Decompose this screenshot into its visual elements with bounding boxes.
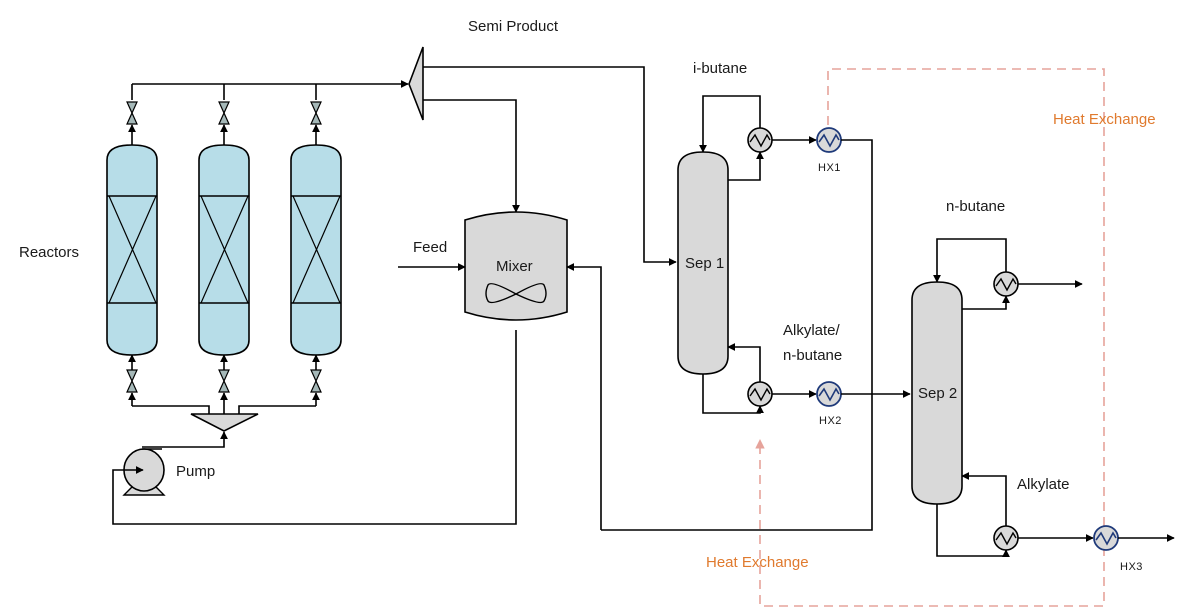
feed-label: Feed: [413, 239, 447, 256]
hx3[interactable]: [1093, 525, 1119, 551]
hx2-label: HX2: [819, 415, 842, 427]
hx1[interactable]: [816, 127, 842, 153]
valve-top-1[interactable]: [126, 101, 138, 125]
sep1-column[interactable]: [677, 151, 729, 375]
sep2-reboiler[interactable]: [993, 525, 1019, 551]
pipe-hx1-out: [601, 139, 873, 531]
pipe-sep1-boilup: [727, 343, 761, 382]
sep2-label: Sep 2: [918, 385, 957, 402]
heat-exchange-label-top: Heat Exchange: [1053, 111, 1156, 128]
i-butane-label: i-butane: [693, 60, 747, 77]
hx2[interactable]: [816, 381, 842, 407]
sep1-reboiler[interactable]: [747, 381, 773, 407]
sep2-column[interactable]: [911, 281, 963, 505]
valve-bottom-2[interactable]: [218, 369, 230, 393]
valve-bottom-1[interactable]: [126, 369, 138, 393]
heat-exchange-loop: [755, 68, 1105, 607]
reactor-2[interactable]: [198, 144, 250, 356]
pump-label: Pump: [176, 463, 215, 480]
pipe-sep1-overhead: [728, 151, 764, 181]
hx3-label: HX3: [1120, 561, 1143, 573]
semi-product-label: Semi Product: [468, 18, 559, 35]
pipe-recycle-to-pump: [112, 330, 517, 525]
hx1-label: HX1: [818, 162, 841, 174]
reactors-label: Reactors: [19, 244, 79, 261]
pipe-pump-to-distributor: [142, 431, 228, 448]
reactor-1[interactable]: [106, 144, 158, 356]
pipe-sep2-overhead: [962, 295, 1010, 310]
pipe-sep1-reflux: [699, 95, 761, 153]
pipe-sep2-bottoms: [936, 504, 1010, 558]
n-butane-label: n-butane: [946, 198, 1005, 215]
distributor: [190, 413, 259, 432]
pipe-sep1-bottoms-recycle: [566, 263, 602, 530]
valve-top-3[interactable]: [310, 101, 322, 125]
valve-top-2[interactable]: [218, 101, 230, 125]
splitter: [408, 46, 424, 121]
pipe-splitter-to-sep1: [423, 66, 677, 266]
sep1-condenser[interactable]: [747, 127, 773, 153]
alkylate-n-butane-label-1: Alkylate/: [783, 322, 841, 339]
heat-exchange-label-bottom: Heat Exchange: [706, 554, 809, 571]
sep2-condenser[interactable]: [993, 271, 1019, 297]
sep1-label: Sep 1: [685, 255, 724, 272]
pipe-sep2-reflux: [933, 238, 1007, 283]
valves-bottom: [126, 354, 322, 414]
mixer-label: Mixer: [496, 258, 533, 275]
pipe-sep2-boilup: [961, 472, 1007, 526]
pipe-sep1-bottoms: [702, 374, 764, 414]
valves-top: [126, 101, 322, 145]
reactor-3[interactable]: [290, 144, 342, 356]
pipe-splitter-to-mixer: [423, 99, 520, 213]
reactor-outlet-header: [131, 80, 409, 100]
alkylate-n-butane-label-2: n-butane: [783, 347, 842, 364]
mixer[interactable]: [464, 211, 568, 321]
alkylate-label: Alkylate: [1017, 476, 1070, 493]
valve-bottom-3[interactable]: [310, 369, 322, 393]
pump[interactable]: [122, 448, 166, 496]
